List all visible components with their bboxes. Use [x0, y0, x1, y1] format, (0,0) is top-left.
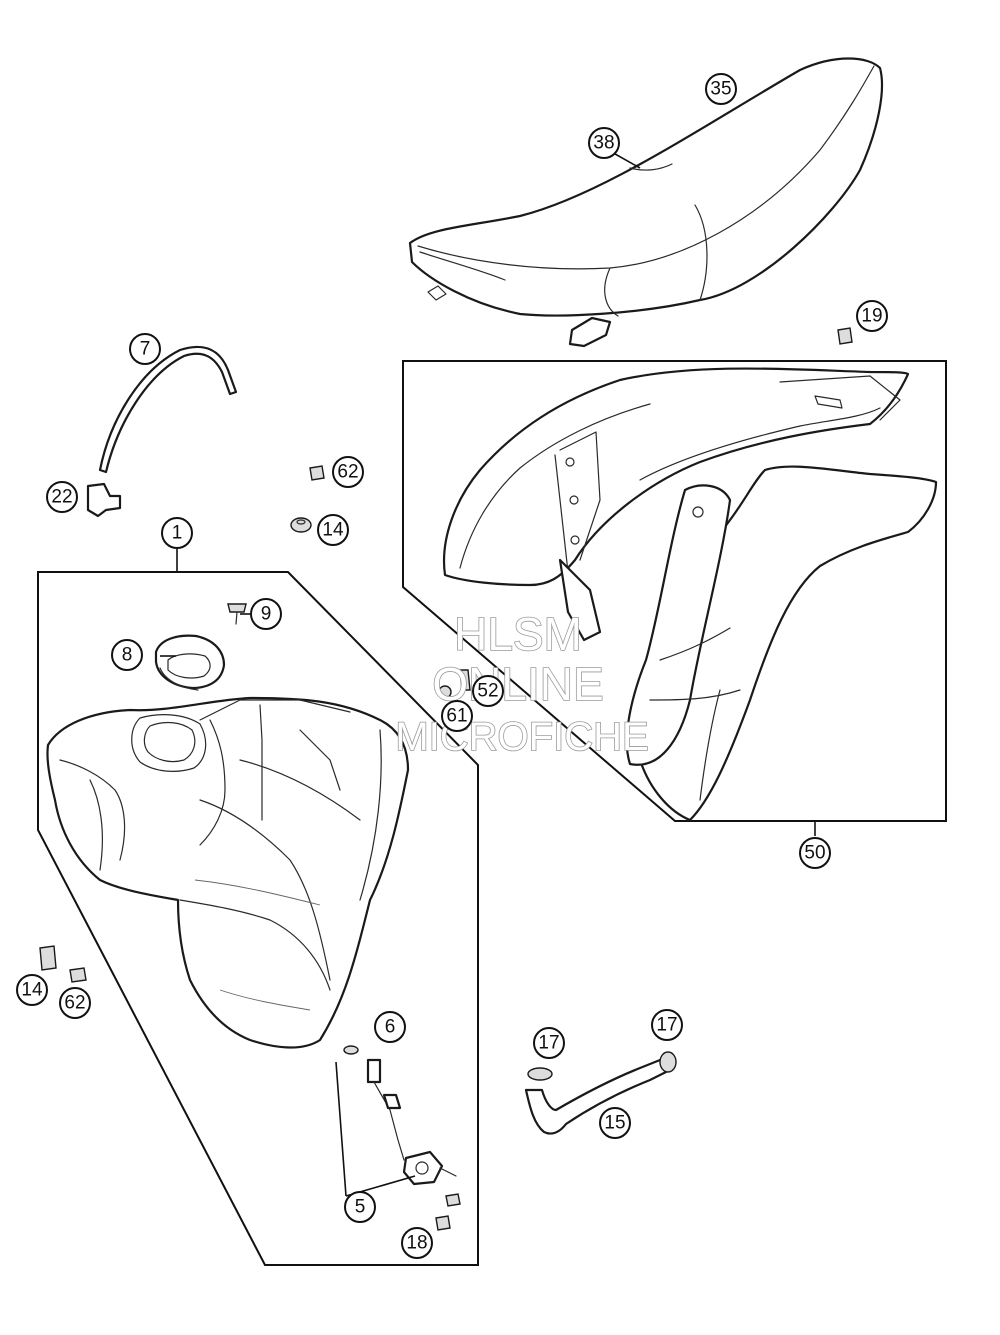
svg-text:35: 35: [710, 79, 731, 100]
callout-50: 50: [799, 837, 831, 869]
fuel-tank: [46, 696, 410, 1049]
callout-1: 1: [161, 517, 193, 549]
left-radiator-shroud: [443, 367, 910, 642]
screw-upper: [309, 465, 325, 481]
collar-bushing: [459, 669, 471, 691]
callout-15: 15: [599, 1107, 631, 1139]
svg-text:9: 9: [261, 604, 272, 625]
fuel-cap: [154, 634, 226, 691]
fuel-tap-assembly: [343, 1045, 461, 1231]
callout-14-lower: 14: [16, 974, 48, 1006]
svg-text:62: 62: [337, 462, 358, 483]
svg-text:14: 14: [21, 980, 43, 1001]
fuel-tank-group-frame: [37, 571, 479, 1266]
callout-52: 52: [472, 675, 504, 707]
nut-shroud: [438, 685, 452, 699]
fuel-hose: [524, 1051, 677, 1135]
callout-18: 18: [401, 1227, 433, 1259]
watermark-line-2: ONLINE: [432, 658, 603, 710]
svg-text:38: 38: [593, 133, 614, 154]
callout-35: 35: [705, 73, 737, 105]
breather-valve: [227, 603, 247, 625]
rubber-grommet-lower: [39, 945, 57, 971]
svg-text:15: 15: [604, 1113, 625, 1134]
svg-text:8: 8: [122, 645, 133, 666]
watermark-line-3: MICROFICHE: [395, 715, 648, 759]
svg-text:17: 17: [656, 1015, 677, 1036]
callout-7: 7: [129, 333, 161, 365]
svg-text:62: 62: [64, 993, 85, 1014]
svg-text:61: 61: [446, 706, 467, 727]
callout-61: 61: [441, 700, 473, 732]
callout-5: 5: [344, 1191, 376, 1223]
callout-6: 6: [374, 1011, 406, 1043]
svg-text:14: 14: [322, 520, 344, 541]
screw-seat: [837, 327, 853, 345]
watermark: HLSM ONLINE MICROFICHE: [395, 607, 650, 760]
callout-8: 8: [111, 639, 143, 671]
callout-9: 9: [250, 598, 282, 630]
callout-22: 22: [46, 481, 78, 513]
svg-text:50: 50: [804, 843, 825, 864]
callout-19: 19: [856, 300, 888, 332]
svg-text:52: 52: [477, 681, 498, 702]
svg-text:6: 6: [385, 1017, 396, 1038]
svg-text:1: 1: [172, 523, 183, 544]
seat-mount-bracket: [568, 316, 612, 348]
callout-14-upper: 14: [317, 514, 349, 546]
shroud-group-frame: [402, 360, 947, 822]
seat: [408, 57, 884, 348]
right-radiator-shroud: [625, 465, 938, 822]
svg-text:7: 7: [140, 339, 151, 360]
svg-text:22: 22: [51, 487, 72, 508]
callout-62-lower: 62: [59, 987, 91, 1019]
watermark-line-1: HLSM: [454, 608, 582, 660]
vent-hose: [86, 345, 238, 518]
callout-17-left: 17: [533, 1027, 565, 1059]
rubber-grommet-upper: [290, 517, 312, 533]
svg-text:18: 18: [406, 1233, 427, 1254]
screw-lower: [69, 967, 87, 983]
callout-62-upper: 62: [332, 456, 364, 488]
svg-text:17: 17: [538, 1033, 559, 1054]
svg-text:19: 19: [861, 306, 882, 327]
callout-17-right: 17: [651, 1009, 683, 1041]
svg-text:5: 5: [355, 1197, 366, 1218]
callout-38: 38: [588, 127, 620, 159]
